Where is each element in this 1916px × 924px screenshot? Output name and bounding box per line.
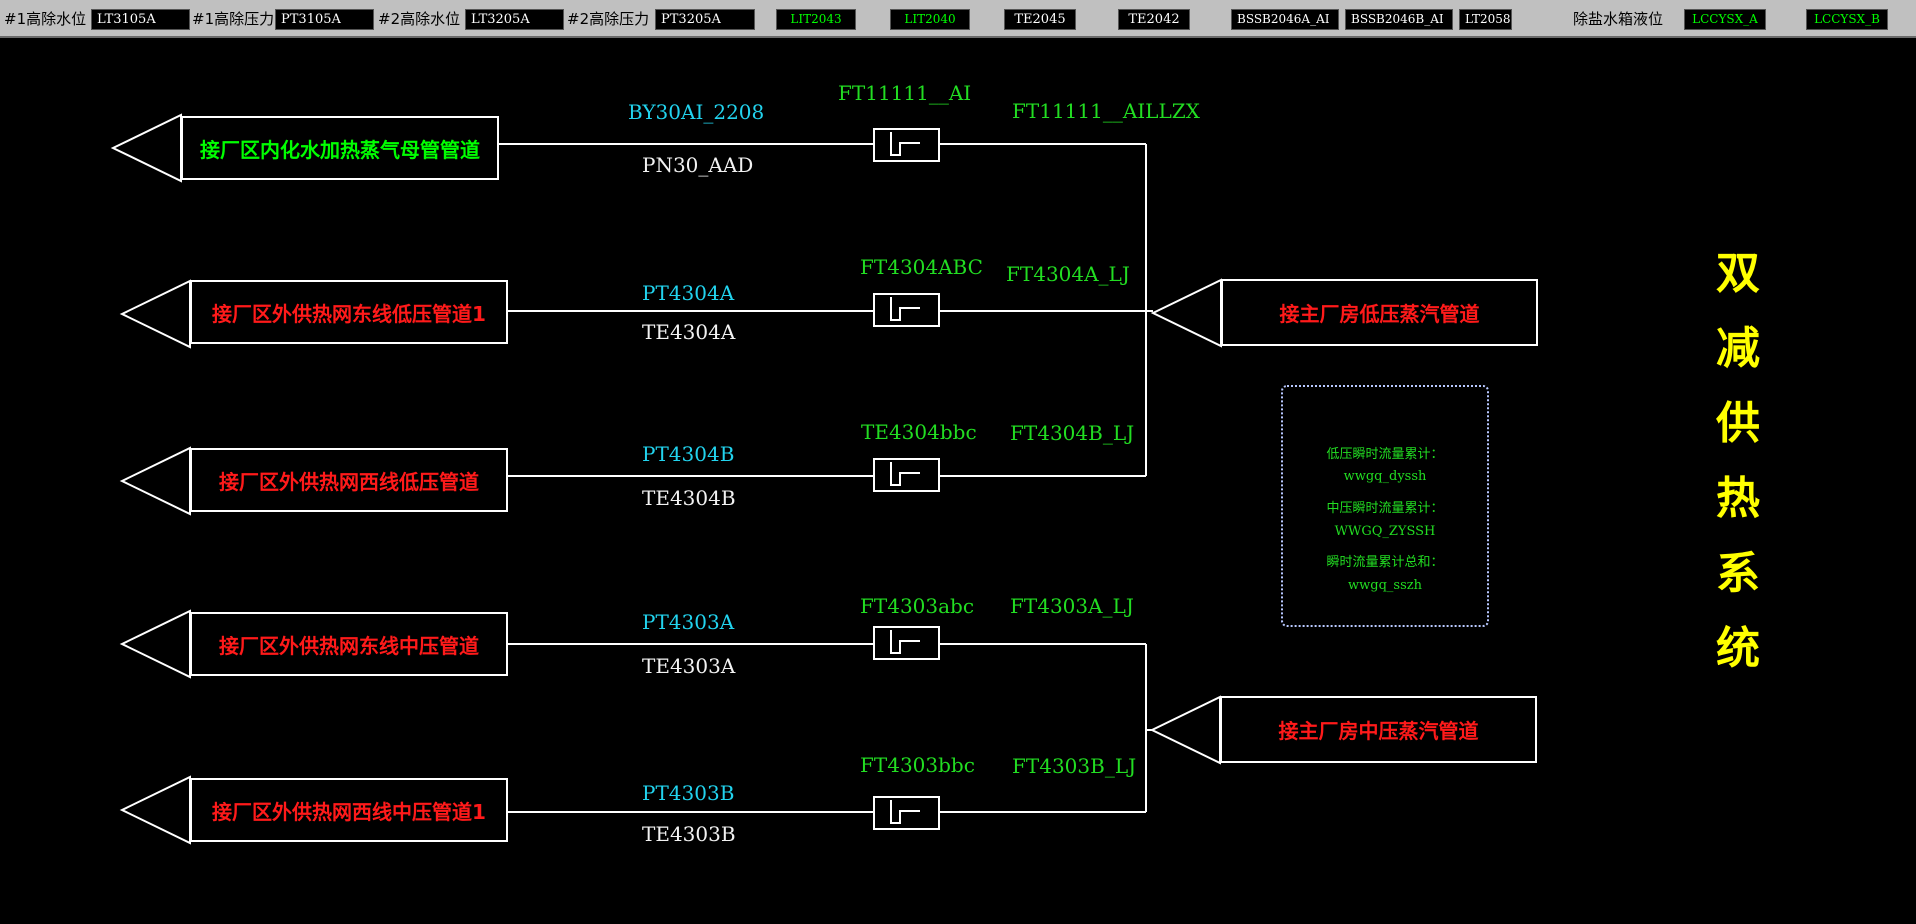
line-3-total-tag[interactable]: FT4304B_LJ [1010, 421, 1135, 445]
topbar-label-1: #1高除水位 [4, 10, 87, 28]
line-5-top-tag[interactable]: PT4303B [642, 781, 735, 805]
line-3-bottom-tag[interactable]: TE4304B [642, 486, 736, 510]
line-2-total-tag[interactable]: FT4304A_LJ [1006, 262, 1130, 286]
topbar-label-4: #2高除压力 [567, 10, 650, 28]
mid-pressure-total-label: 中压瞬时流量累计： [1326, 501, 1444, 516]
line-1-flow-tag[interactable]: FT11111__AI [838, 81, 972, 105]
topbar-value-2[interactable]: PT3105A [275, 9, 374, 30]
dest-box-line-5[interactable]: 接厂区外供热网西线中压管道1 [190, 778, 508, 842]
title-char: 双 [1716, 248, 1760, 299]
title-char: 统 [1716, 623, 1760, 674]
dest-box-line-1[interactable]: 接厂区内化水加热蒸气母管管道 [181, 116, 499, 180]
low-pressure-total-value[interactable]: wwgq_dyssh [1343, 469, 1427, 484]
line-1-top-tag[interactable]: BY30AI_2208 [628, 100, 765, 124]
topbar-label-3: #2高除水位 [378, 10, 461, 28]
title-char: 系 [1716, 548, 1760, 599]
flow-meter-2-icon[interactable] [873, 293, 940, 327]
source-box-low-pressure[interactable]: 接主厂房低压蒸汽管道 [1221, 279, 1538, 346]
topbar-value-1[interactable]: LT3105A [91, 9, 190, 30]
dest-box-line-3[interactable]: 接厂区外供热网西线低压管道 [190, 448, 508, 512]
flow-meter-3-icon[interactable] [873, 458, 940, 492]
line-3-top-tag[interactable]: PT4304B [642, 442, 735, 466]
title-char: 供 [1716, 398, 1760, 449]
arrow-head-line-4 [119, 609, 191, 679]
topbar-tag-lit2040[interactable]: LIT2040 [890, 9, 970, 30]
line-1-total-tag[interactable]: FT11111__AILLZX [1012, 99, 1200, 123]
line-5-total-tag[interactable]: FT4303B_LJ [1012, 754, 1137, 778]
dest-box-line-4[interactable]: 接厂区外供热网东线中压管道 [190, 612, 508, 676]
topbar-tag-te2045[interactable]: TE2045 [1004, 9, 1076, 30]
line-2-flow-tag[interactable]: FT4304ABC [860, 255, 983, 279]
mid-pressure-total-value[interactable]: WWGQ_ZYSSH [1334, 524, 1436, 539]
line-2-top-tag[interactable]: PT4304A [642, 281, 735, 305]
line-4-bottom-tag[interactable]: TE4303A [642, 654, 736, 678]
flow-summary-panel: 低压瞬时流量累计： wwgq_dyssh 中压瞬时流量累计： WWGQ_ZYSS… [1281, 385, 1489, 627]
flow-meter-1-icon[interactable] [873, 128, 940, 162]
total-flow-value[interactable]: wwgq_sszh [1348, 578, 1422, 593]
topbar-label-2: #1高除压力 [192, 10, 275, 28]
arrow-head-line-3 [119, 446, 191, 516]
topbar-tag-bssb2046b[interactable]: BSSB2046B_AI [1345, 9, 1453, 30]
line-4-top-tag[interactable]: PT4303A [642, 610, 735, 634]
arrow-head-line-5 [119, 775, 191, 845]
arrow-head-source-low [1150, 278, 1222, 348]
line-4-total-tag[interactable]: FT4303A_LJ [1010, 594, 1134, 618]
line-5-flow-tag[interactable]: FT4303bbc [860, 753, 975, 777]
low-pressure-total-label: 低压瞬时流量累计： [1326, 447, 1444, 462]
flow-meter-4-icon[interactable] [873, 626, 940, 660]
line-5-bottom-tag[interactable]: TE4303B [642, 822, 736, 846]
topbar-tag-bssb2046a[interactable]: BSSB2046A_AI [1231, 9, 1339, 30]
topbar-value-3[interactable]: LT3205A [465, 9, 564, 30]
line-4-flow-tag[interactable]: FT4303abc [860, 594, 975, 618]
arrow-head-source-mid [1149, 695, 1221, 765]
flow-meter-5-icon[interactable] [873, 796, 940, 830]
source-box-medium-pressure[interactable]: 接主厂房中压蒸汽管道 [1220, 696, 1537, 763]
topbar-tag-lit2043[interactable]: LIT2043 [776, 9, 856, 30]
line-3-flow-tag[interactable]: TE4304bbc [861, 420, 977, 444]
dest-box-line-2[interactable]: 接厂区外供热网东线低压管道1 [190, 280, 508, 344]
topbar-value-4[interactable]: PT3205A [655, 9, 755, 30]
title-char: 热 [1716, 473, 1760, 524]
tank-level-label: 除盐水箱液位 [1573, 10, 1664, 28]
top-status-bar: #1高除水位 LT3105A #1高除压力 PT3105A #2高除水位 LT3… [0, 0, 1916, 38]
topbar-tag-lt2058[interactable]: LT2058 [1459, 9, 1512, 30]
title-char: 减 [1716, 323, 1760, 374]
line-2-bottom-tag[interactable]: TE4304A [642, 320, 736, 344]
arrow-head-line-1 [110, 113, 182, 183]
total-flow-label: 瞬时流量累计总和： [1326, 555, 1444, 570]
topbar-tag-te2042[interactable]: TE2042 [1118, 9, 1190, 30]
arrow-head-line-2 [119, 279, 191, 349]
line-1-bottom-tag[interactable]: PN30_AAD [642, 153, 754, 177]
tank-level-a[interactable]: LCCYSX_A [1684, 9, 1766, 30]
tank-level-b[interactable]: LCCYSX_B [1806, 9, 1888, 30]
